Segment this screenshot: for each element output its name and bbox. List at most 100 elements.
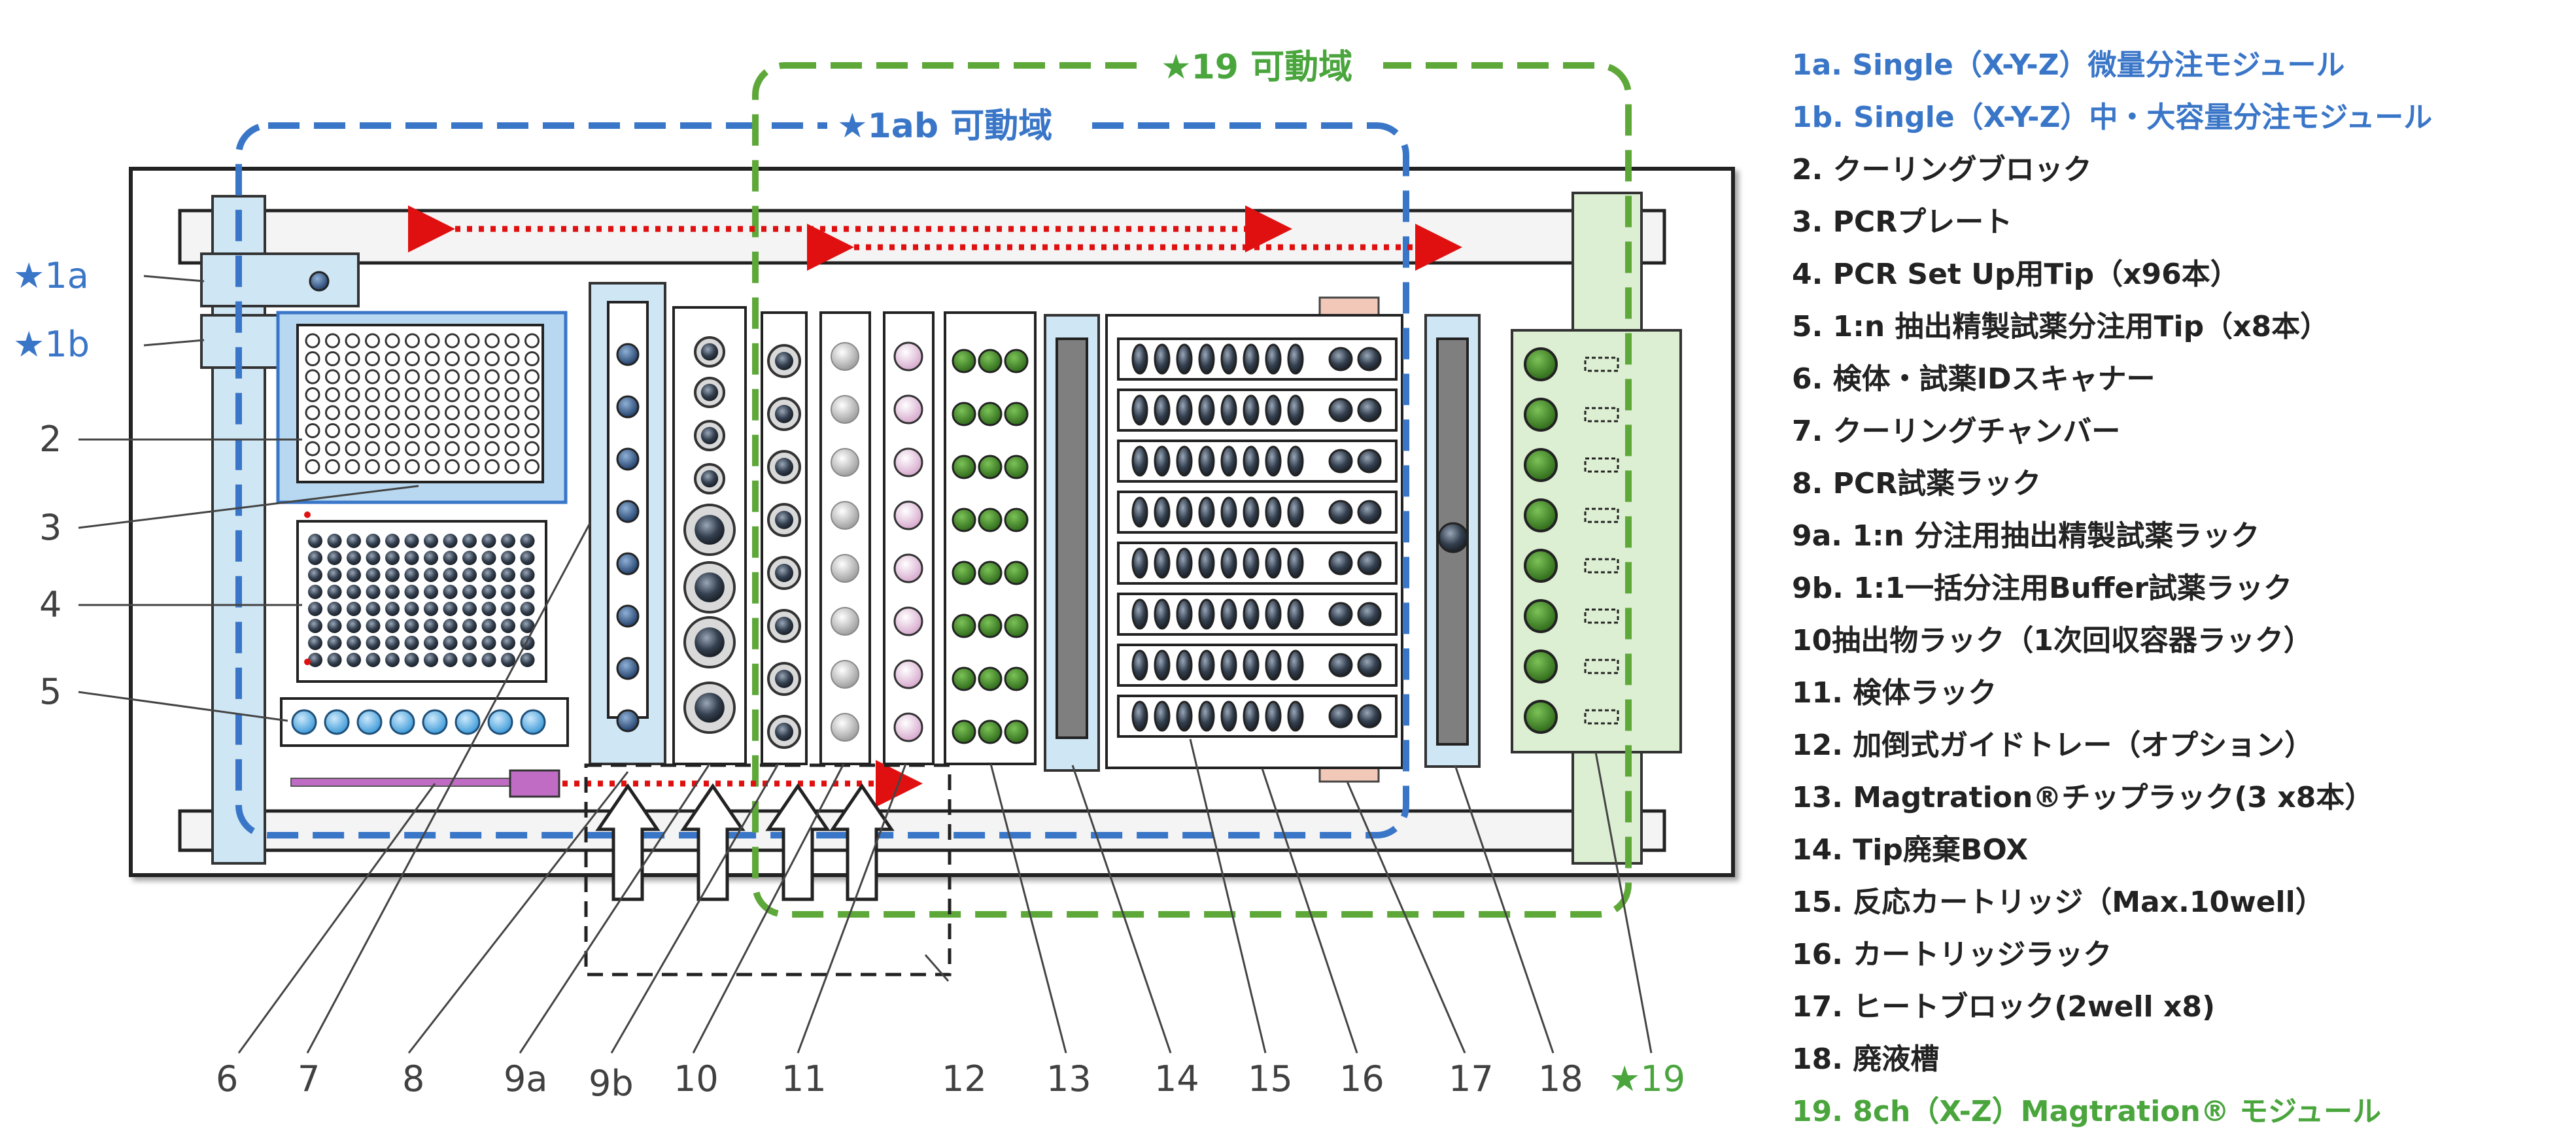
- cartridge-well: [1220, 700, 1237, 732]
- pcr-reagent-tube: [616, 604, 640, 628]
- pcr-tip: [520, 619, 535, 633]
- insert-direction-arrows: [595, 783, 895, 901]
- extract-tube: [831, 713, 859, 742]
- pcr-well: [365, 387, 380, 402]
- bottom-label: 12: [942, 1058, 987, 1099]
- cartridge-well: [1287, 394, 1304, 426]
- pcr-tip: [327, 636, 342, 650]
- pcr-tip: [424, 551, 438, 565]
- legend-item: 6. 検体・試薬IDスキャナー: [1792, 362, 2155, 396]
- zone-19-label: ★19 可動域: [1161, 48, 1352, 87]
- cartridge-well: [1154, 598, 1171, 630]
- magtration-tip: [952, 613, 976, 638]
- pcr-tip: [424, 619, 438, 633]
- pcr-well: [504, 387, 520, 402]
- pcr-tip: [366, 585, 381, 599]
- pcr-reagent-tube: [616, 709, 640, 733]
- pcr-tip: [462, 602, 477, 616]
- cartridge-well: [1131, 445, 1148, 477]
- heat-block-well: [1328, 500, 1353, 525]
- buffer-well-inner: [775, 405, 793, 423]
- pcr-reagent-tube: [616, 552, 640, 576]
- reagent-well-inner: [695, 693, 725, 723]
- magtration-slot: [1584, 407, 1619, 423]
- pcr-well: [464, 333, 480, 349]
- reagent-well-inner: [695, 572, 725, 602]
- pcr-tip: [347, 619, 361, 633]
- pcr-well: [424, 441, 440, 457]
- pcr-well: [345, 441, 360, 457]
- insert-arrow: [765, 783, 831, 901]
- sample-tube: [893, 341, 923, 371]
- extraction-tip: [291, 709, 317, 735]
- pcr-tip: [481, 602, 496, 616]
- id-scanner-bar: [290, 778, 514, 787]
- pcr-tip: [443, 585, 458, 599]
- pcr-tip: [385, 585, 400, 599]
- extract-tube: [831, 554, 859, 583]
- cartridge-well: [1220, 598, 1237, 630]
- pcr-tip: [347, 585, 361, 599]
- pcr-well: [524, 387, 540, 402]
- module-1a: [200, 252, 360, 307]
- reaction-cartridges: [1117, 337, 1398, 738]
- pcr-well: [305, 405, 320, 421]
- pcr-well: [405, 387, 420, 402]
- magtration-tip: [978, 508, 1003, 532]
- pcr-well: [345, 405, 360, 421]
- cartridge-well: [1287, 598, 1304, 630]
- pcr-tip: [327, 551, 342, 565]
- pcr-tip: [443, 602, 458, 616]
- pcr-tip: [443, 534, 458, 548]
- pcr-tip: [385, 551, 400, 565]
- pcr-tip: [501, 568, 515, 582]
- pcr-tip: [347, 636, 361, 650]
- cartridge-well: [1176, 649, 1193, 681]
- extraction-tip: [487, 709, 513, 735]
- label-4: 4: [39, 584, 61, 625]
- pcr-well: [305, 333, 320, 349]
- bottom-rail: [178, 809, 1666, 852]
- pcr-well: [385, 405, 400, 421]
- legend-item: 5. 1:n 抽出精製試薬分注用Tip（x8本）: [1792, 310, 2329, 343]
- magtration-tip: [952, 561, 976, 585]
- pcr-well: [345, 333, 360, 349]
- magtration-tip: [978, 402, 1003, 426]
- pcr-tip: [501, 653, 515, 667]
- pcr-tip: [404, 585, 419, 599]
- pcr-tip: [366, 636, 381, 650]
- pcr-well: [345, 351, 360, 366]
- extract-tube: [831, 607, 859, 636]
- pcr-well: [325, 387, 340, 402]
- pcr-well: [424, 369, 440, 385]
- heat-block-well: [1357, 602, 1382, 627]
- rack-9a-wells: [683, 336, 736, 734]
- module-1a-head: [309, 271, 330, 292]
- pcr-tip: [347, 568, 361, 582]
- pcr-well: [345, 387, 360, 402]
- pcr-tip: [327, 534, 342, 548]
- cartridge-well: [1265, 343, 1282, 375]
- legend-item: 12. 加倒式ガイドトレー（オプション）: [1792, 729, 2314, 762]
- pcr-tip: [520, 602, 535, 616]
- heat-block-well: [1328, 449, 1353, 474]
- cartridge-well: [1287, 649, 1304, 681]
- pcr-well: [405, 459, 420, 474]
- pcr-tip: [347, 534, 361, 548]
- pcr-well: [365, 423, 380, 438]
- insert-arrow: [829, 783, 895, 901]
- bottom-label: 9a: [504, 1058, 547, 1099]
- sample-tube: [893, 553, 923, 583]
- pcr-well: [464, 405, 480, 421]
- magtration-slot: [1584, 558, 1619, 574]
- insert-arrow: [595, 783, 661, 901]
- pcr-tip: [520, 551, 535, 565]
- pcr-tip: [462, 568, 477, 582]
- cartridge-well: [1154, 496, 1171, 528]
- pcr-well: [385, 351, 400, 366]
- magtration-nozzle: [1524, 599, 1558, 633]
- pcr-well: [305, 369, 320, 385]
- pcr-reagent-tubes: [616, 343, 640, 733]
- pcr-well: [445, 369, 460, 385]
- heat-block-well: [1357, 449, 1382, 474]
